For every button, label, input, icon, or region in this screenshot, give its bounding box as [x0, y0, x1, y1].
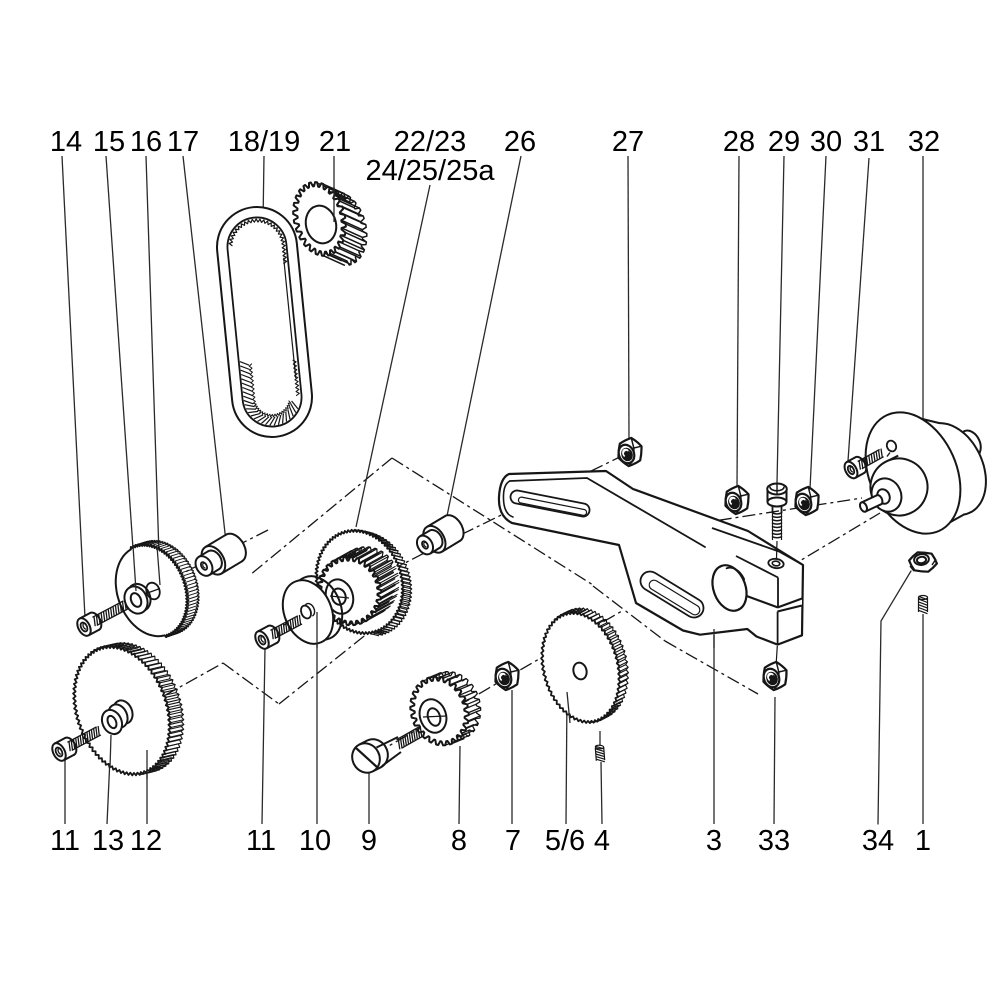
svg-text:11: 11 [246, 825, 276, 857]
svg-text:24/25/25a: 24/25/25a [365, 155, 495, 187]
svg-text:11: 11 [50, 825, 80, 857]
svg-text:31: 31 [853, 126, 885, 158]
svg-text:13: 13 [92, 825, 124, 857]
svg-text:21: 21 [319, 126, 351, 158]
svg-text:7: 7 [505, 825, 521, 857]
svg-text:14: 14 [50, 126, 82, 158]
svg-text:18/19: 18/19 [228, 126, 301, 158]
svg-text:1: 1 [915, 825, 931, 857]
svg-text:4: 4 [594, 825, 610, 857]
svg-text:10: 10 [299, 825, 331, 857]
svg-text:26: 26 [504, 126, 536, 158]
svg-text:33: 33 [758, 825, 790, 857]
svg-text:3: 3 [706, 825, 722, 857]
svg-text:29: 29 [768, 126, 800, 158]
svg-text:9: 9 [361, 825, 377, 857]
svg-text:32: 32 [908, 126, 940, 158]
svg-text:15: 15 [93, 126, 125, 158]
svg-text:30: 30 [810, 126, 842, 158]
svg-text:16: 16 [130, 126, 162, 158]
svg-text:28: 28 [723, 126, 755, 158]
svg-text:17: 17 [167, 126, 199, 158]
svg-text:8: 8 [451, 825, 467, 857]
svg-text:27: 27 [612, 126, 644, 158]
svg-text:34: 34 [862, 825, 894, 857]
svg-text:12: 12 [130, 825, 162, 857]
svg-text:5/6: 5/6 [545, 825, 585, 857]
svg-text:22/23: 22/23 [394, 126, 467, 158]
